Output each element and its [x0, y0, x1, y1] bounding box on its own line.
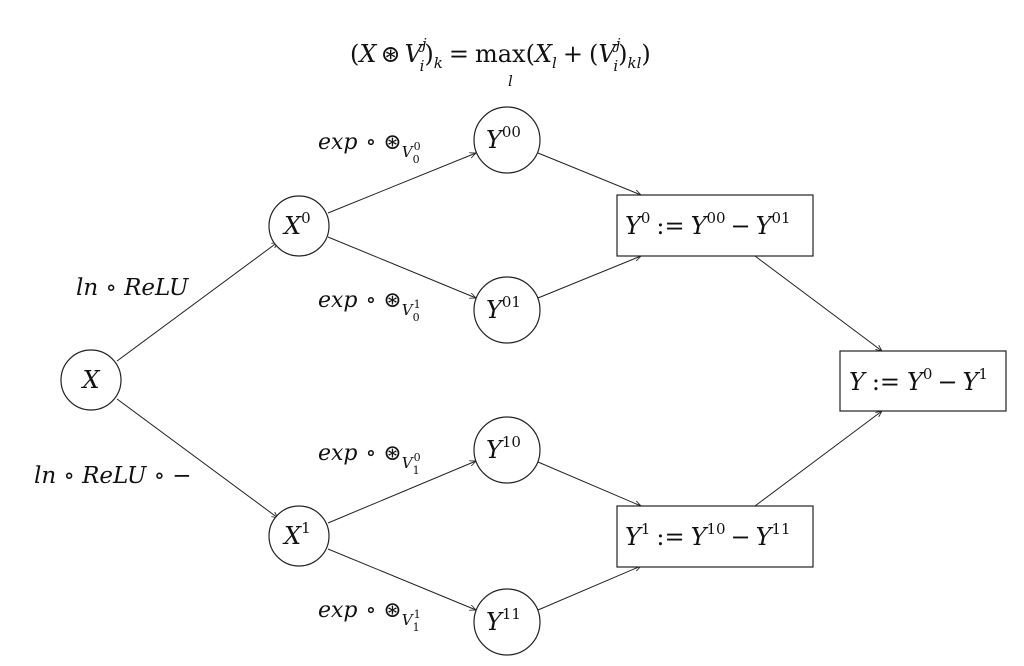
node-y10: Y10 [473, 416, 541, 484]
edge-label-bottom: ln ∘ ReLU ∘ − [34, 463, 192, 489]
svg-text:Y10: Y10 [486, 433, 521, 464]
box-y0: Y0:=Y00−Y01 [616, 194, 814, 257]
edge-label-exp00: exp∘ ⊛V00 [318, 130, 421, 166]
edge-y11-to-y1 [537, 566, 641, 611]
node-y00: Y00 [473, 106, 541, 174]
svg-text:Y1:=Y10−Y11: Y1:=Y10−Y11 [625, 520, 791, 551]
box-y1: Y1:=Y10−Y11 [616, 505, 814, 568]
edge-x1-to-y11 [327, 548, 476, 610]
svg-text:Y:=Y0−Y1: Y:=Y0−Y1 [849, 365, 988, 396]
edge-y00-to-y0 [537, 152, 641, 195]
node-y01: Y01 [473, 276, 541, 344]
edge-x-to-x1 [116, 398, 278, 518]
node-x1: X1 [268, 505, 330, 567]
edge-y01-to-y0 [537, 256, 641, 299]
svg-text:Y11: Y11 [486, 605, 521, 636]
edge-label-top: ln ∘ ReLU [76, 275, 190, 301]
svg-text:Y0:=Y00−Y01: Y0:=Y00−Y01 [625, 209, 791, 240]
edge-y10-to-y1 [537, 461, 641, 506]
edge-label-exp01: exp∘ ⊛V01 [318, 288, 421, 324]
svg-text:X1: X1 [282, 519, 311, 550]
edge-label-exp10: exp∘ ⊛V10 [318, 441, 421, 477]
formula-max-subscript: l [508, 72, 513, 90]
node-x: X [60, 349, 122, 411]
edge-y0-to-y [754, 255, 882, 351]
edge-x1-to-y10 [327, 461, 476, 524]
svg-text:X0: X0 [282, 209, 311, 240]
edge-x0-to-y00 [327, 153, 476, 214]
edge-label-exp11: exp∘ ⊛V11 [318, 598, 421, 634]
box-y: Y:=Y0−Y1 [839, 350, 1007, 412]
svg-text:Y01: Y01 [486, 293, 521, 324]
node-y11: Y11 [473, 588, 541, 656]
svg-text:Y00: Y00 [486, 123, 521, 154]
node-x0: X0 [268, 195, 330, 257]
edge-x-to-x0 [116, 242, 278, 362]
svg-text:X: X [80, 366, 100, 394]
edge-x0-to-y01 [327, 236, 476, 298]
edge-y1-to-y [754, 411, 882, 507]
